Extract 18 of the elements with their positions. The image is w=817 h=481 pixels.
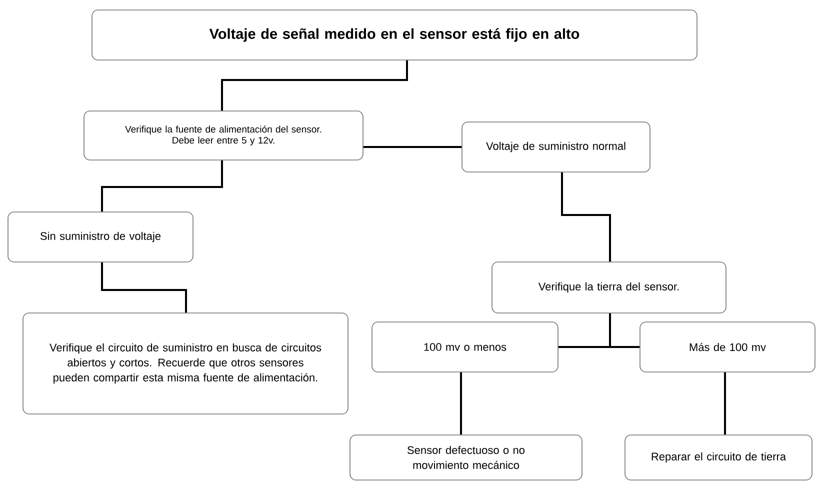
- process-box: 100 mv o menos: [372, 322, 558, 372]
- process-box: Voltaje de suministro normal: [462, 122, 650, 172]
- connector-line: [221, 60, 408, 111]
- connector-line: [561, 172, 611, 262]
- process-box: Sensor defectuoso o no movimiento mecánico: [350, 434, 582, 480]
- connector-line: [609, 313, 640, 348]
- process-box: Verifique la tierra del sensor.: [492, 262, 726, 314]
- process-box: Sin suministro de voltaje: [8, 212, 194, 262]
- connector-line: [101, 160, 223, 212]
- process-box: Verifique el circuito de suministro en busca de circuitos abiertos y cortos. Recuerde que otros sensores pueden compartir esta misma fuente de alimentación.: [22, 312, 348, 414]
- connector-line: [460, 372, 462, 435]
- connector-line: [724, 372, 726, 435]
- process-box: Reparar el circuito de tierra: [624, 434, 812, 480]
- process-box: Verifique la fuente de alimentación del sensor. Debe leer entre 5 y 12v.: [84, 110, 364, 160]
- title-box: Voltaje de señal medido en el sensor está fijo en alto: [92, 10, 698, 60]
- connector-line: [363, 146, 462, 148]
- process-box: Más de 100 mv: [640, 322, 816, 372]
- connector-line: [101, 262, 187, 313]
